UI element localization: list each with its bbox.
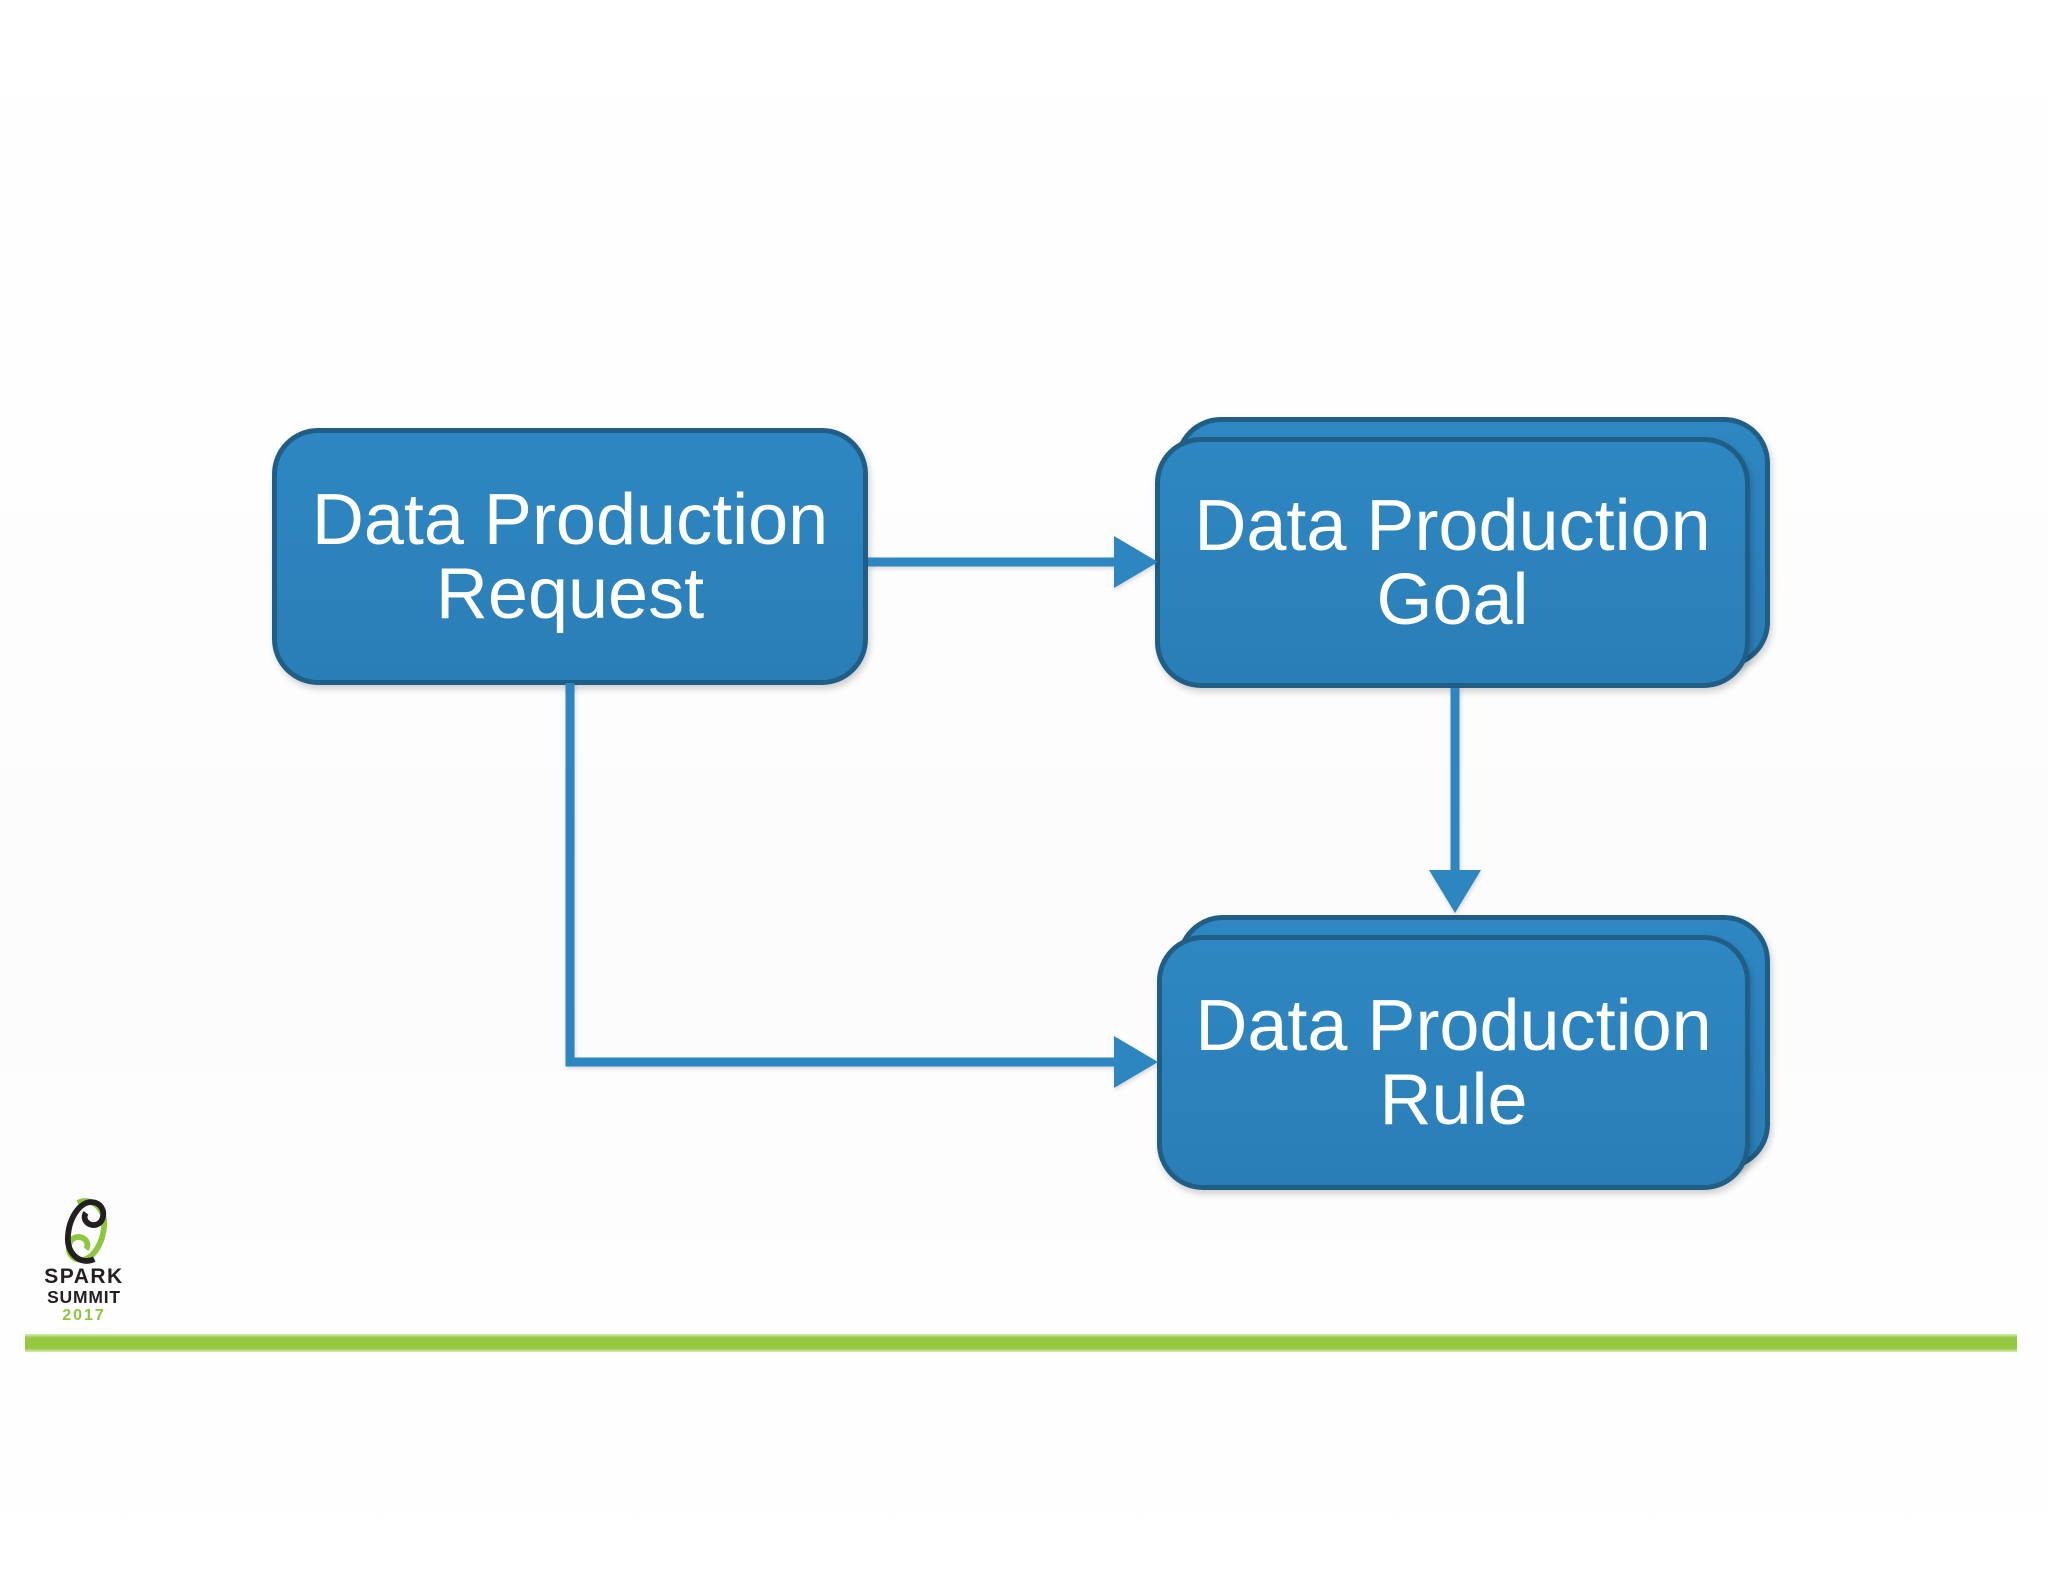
logo-year: 2017 (62, 1307, 106, 1324)
node-label-line2: Goal (1376, 559, 1529, 640)
node-data-production-request: Data Production Request (272, 428, 868, 685)
arrow-goal-to-rule (1429, 688, 1481, 913)
node-label: Data Production Rule (1157, 935, 1750, 1190)
node-label-line1: Data Production (1194, 485, 1711, 566)
node-front-layer (1155, 437, 1750, 688)
node-front-layer (272, 428, 868, 685)
logo-word-spark: SPARK (44, 1265, 124, 1288)
node-label: Data Production Goal (1155, 437, 1750, 688)
node-label-line2: Request (435, 553, 705, 634)
arrow-request-to-goal (868, 536, 1158, 588)
logo-word-summit: SUMMIT (47, 1287, 121, 1307)
spark-summit-logo-icon (64, 1198, 108, 1264)
footer-divider-line (25, 1334, 2017, 1352)
spark-summit-logo: SPARK SUMMIT 2017 (38, 1198, 130, 1325)
node-label: Data Production Request (272, 428, 868, 685)
node-label-line2: Rule (1379, 1059, 1528, 1140)
arrow-request-to-rule (565, 683, 1158, 1088)
node-front-layer (1157, 935, 1750, 1190)
node-label-line1: Data Production (1195, 985, 1712, 1066)
node-data-production-goal: Data Production Goal (1155, 417, 1770, 688)
node-label-line1: Data Production (311, 479, 829, 560)
node-data-production-rule: Data Production Rule (1157, 915, 1770, 1190)
